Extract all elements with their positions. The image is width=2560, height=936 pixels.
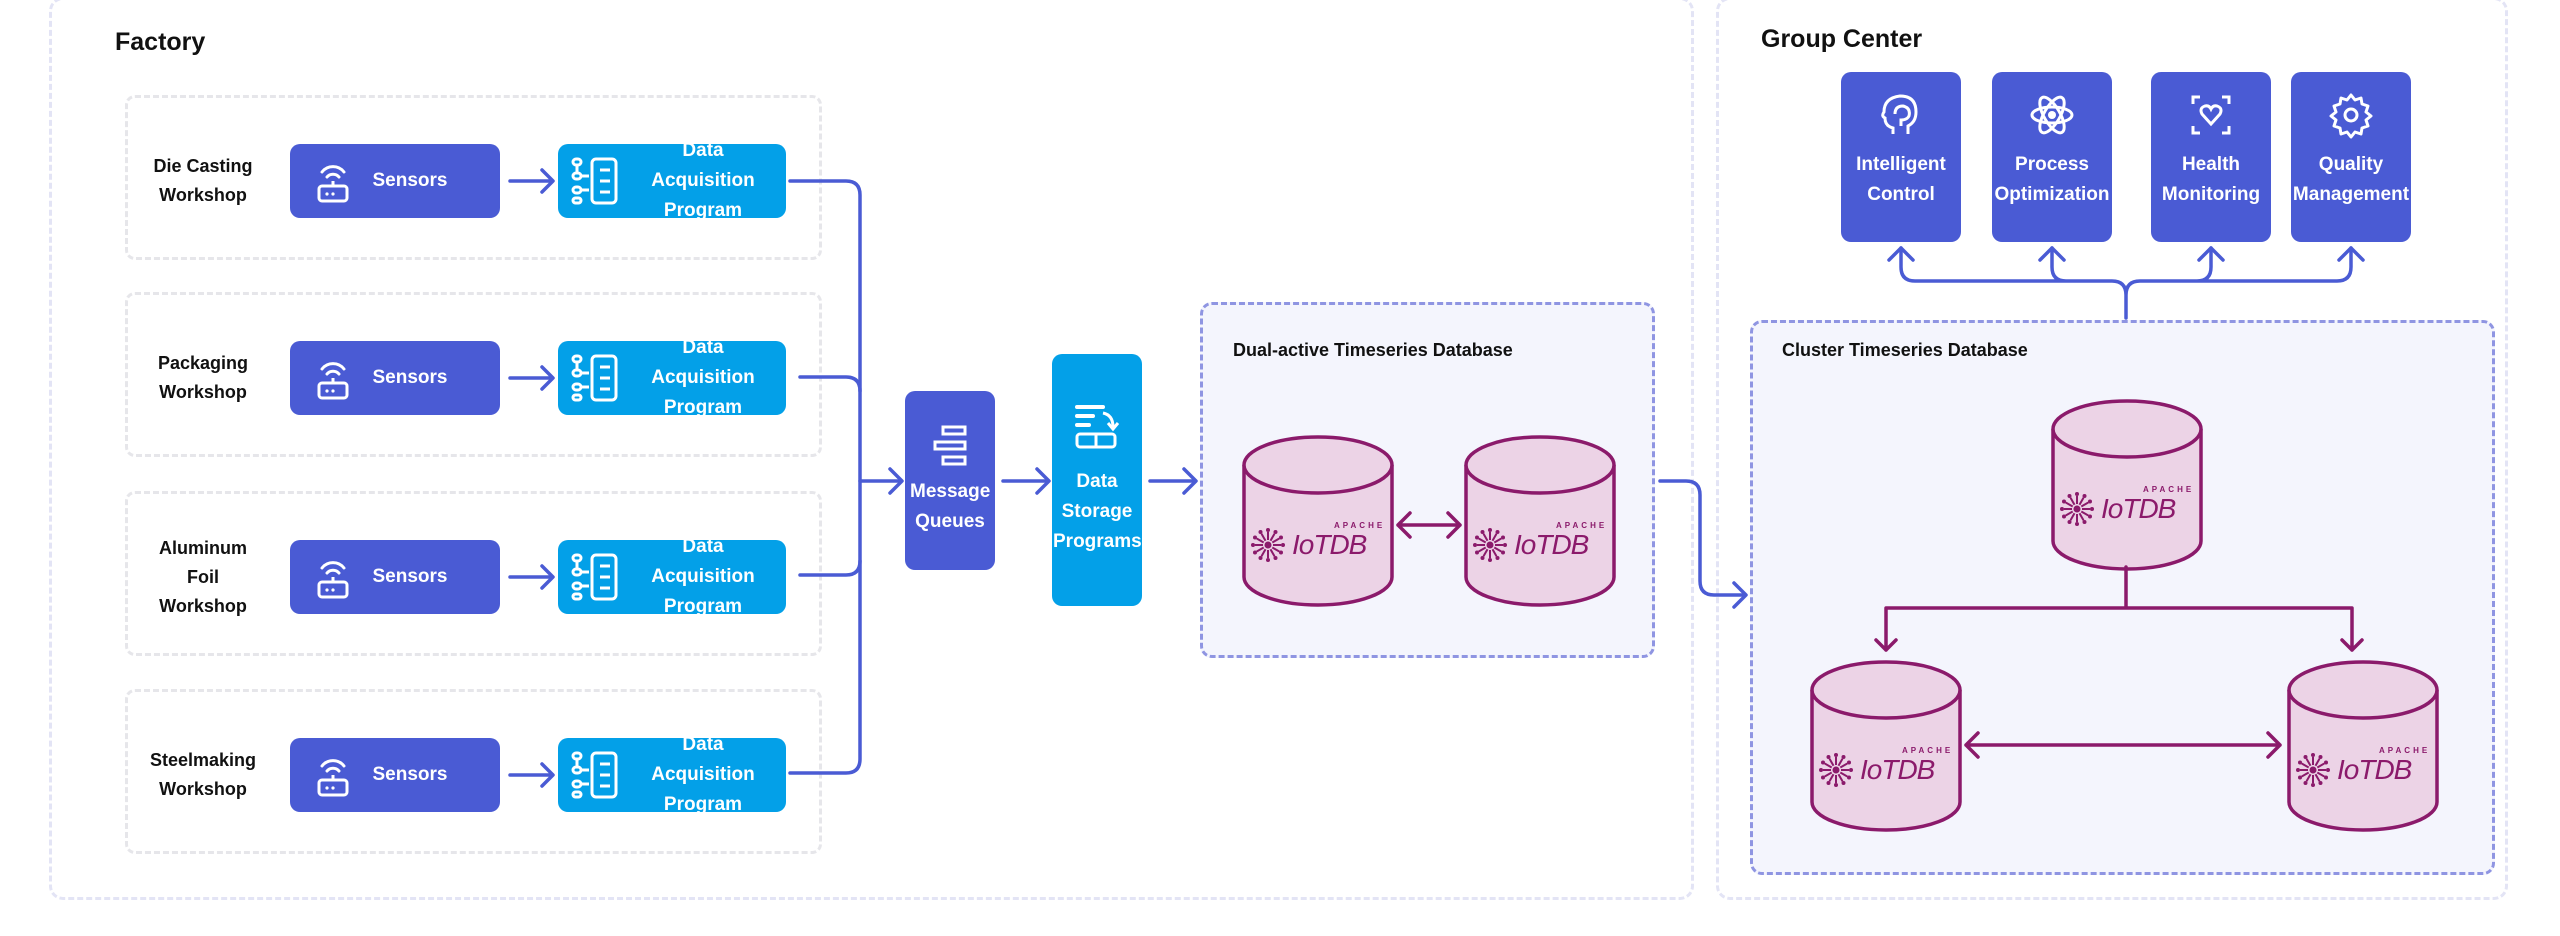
- heart-scan-icon: [2191, 95, 2231, 135]
- logo-subtext: APACHE: [1334, 521, 1386, 530]
- app-box[interactable]: Intelligent Control: [1841, 72, 1961, 242]
- iotdb-database-cylinder[interactable]: APACHE IoTDB: [2287, 660, 2439, 832]
- sensors-box[interactable]: Sensors: [290, 341, 500, 415]
- queue-icon: [933, 425, 967, 465]
- factory-region: [49, 0, 1694, 900]
- sensors-box[interactable]: Sensors: [290, 540, 500, 614]
- group-center-region: [1716, 0, 2508, 900]
- iotdb-logo-burst-icon: [2060, 492, 2094, 526]
- logo-subtext: APACHE: [1556, 521, 1608, 530]
- workshop-label: Aluminum Foil Workshop: [159, 537, 247, 616]
- app-label: Process Optimization: [1994, 154, 2110, 205]
- arrow-sensor-to-program: [508, 168, 555, 194]
- dual-active-db-title: Dual-active Timeseries Database: [1233, 340, 1513, 360]
- sensor-router-icon: [317, 759, 349, 797]
- sensors-box[interactable]: Sensors: [290, 738, 500, 812]
- app-label: Health Monitoring: [2161, 154, 2261, 205]
- program-label: Data Acquisition Program: [651, 140, 755, 221]
- logo-text: IoTDB: [1514, 529, 1589, 560]
- app-box[interactable]: Process Optimization: [1992, 72, 2112, 242]
- arrow-sensor-to-program: [508, 564, 555, 590]
- program-tree-icon: [571, 751, 618, 799]
- sensor-router-icon: [317, 362, 349, 400]
- logo-subtext: APACHE: [1902, 746, 1954, 755]
- program-tree-icon: [571, 157, 618, 205]
- program-label: Data Acquisition Program: [651, 734, 755, 815]
- data-storage-label: Data Storage Programs: [1053, 471, 1142, 552]
- iotdb-logo-burst-icon: [1251, 528, 1285, 562]
- logo-text: IoTDB: [2101, 493, 2176, 524]
- workshop-label: Die Casting Workshop: [153, 156, 253, 205]
- gear-icon: [2329, 93, 2373, 139]
- program-tree-icon: [571, 354, 618, 402]
- program-label: Data Acquisition Program: [651, 536, 755, 617]
- iotdb-database-cylinder[interactable]: APACHE IoTDB: [1464, 435, 1616, 607]
- app-label: Quality Management: [2292, 154, 2410, 205]
- group-center-title: Group Center: [1761, 25, 1923, 53]
- data-acquisition-program-box[interactable]: Data Acquisition Program: [558, 734, 786, 815]
- data-acquisition-program-box[interactable]: Data Acquisition Program: [558, 536, 786, 617]
- brain-head-icon: [1881, 94, 1918, 134]
- sensors-box[interactable]: Sensors: [290, 144, 500, 218]
- logo-text: IoTDB: [2337, 754, 2412, 785]
- app-label: Intelligent Control: [1856, 154, 1946, 205]
- sensors-label: Sensors: [372, 170, 448, 191]
- logo-text: IoTDB: [1292, 529, 1367, 560]
- iotdb-logo-burst-icon: [1819, 753, 1853, 787]
- workshop-label: Packaging Workshop: [157, 353, 249, 402]
- sensors-label: Sensors: [372, 367, 448, 388]
- data-storage-box[interactable]: Data Storage Programs: [1052, 354, 1142, 606]
- app-box[interactable]: Quality Management: [2291, 72, 2411, 242]
- factory-title: Factory: [115, 28, 206, 56]
- atom-icon: [2030, 95, 2074, 135]
- data-acquisition-program-box[interactable]: Data Acquisition Program: [558, 140, 786, 221]
- iotdb-logo-burst-icon: [1473, 528, 1507, 562]
- iotdb-logo-burst-icon: [2296, 753, 2330, 787]
- data-acquisition-program-box[interactable]: Data Acquisition Program: [558, 337, 786, 418]
- iotdb-database-cylinder[interactable]: APACHE IoTDB: [1242, 435, 1394, 607]
- sensor-router-icon: [317, 561, 349, 599]
- iotdb-database-cylinder[interactable]: APACHE IoTDB: [2051, 399, 2203, 571]
- program-label: Data Acquisition Program: [651, 337, 755, 418]
- logo-text: IoTDB: [1860, 754, 1935, 785]
- cluster-db-title: Cluster Timeseries Database: [1782, 340, 2028, 360]
- sensors-label: Sensors: [372, 764, 448, 785]
- message-queues-label: Message Queues: [910, 480, 991, 532]
- arrow-sensor-to-program: [508, 365, 555, 391]
- message-queues-box[interactable]: Message Queues: [905, 391, 995, 570]
- arrow-sensor-to-program: [508, 762, 555, 788]
- storage-icon: [1075, 405, 1120, 449]
- workshop-label: Steelmaking Workshop: [149, 750, 257, 799]
- workshop-panel: [125, 95, 822, 260]
- iotdb-database-cylinder[interactable]: APACHE IoTDB: [1810, 660, 1962, 832]
- app-box[interactable]: Health Monitoring: [2151, 72, 2271, 242]
- sensor-router-icon: [317, 165, 349, 203]
- logo-subtext: APACHE: [2379, 746, 2431, 755]
- sensors-label: Sensors: [372, 566, 448, 587]
- program-tree-icon: [571, 553, 618, 601]
- logo-subtext: APACHE: [2143, 485, 2195, 494]
